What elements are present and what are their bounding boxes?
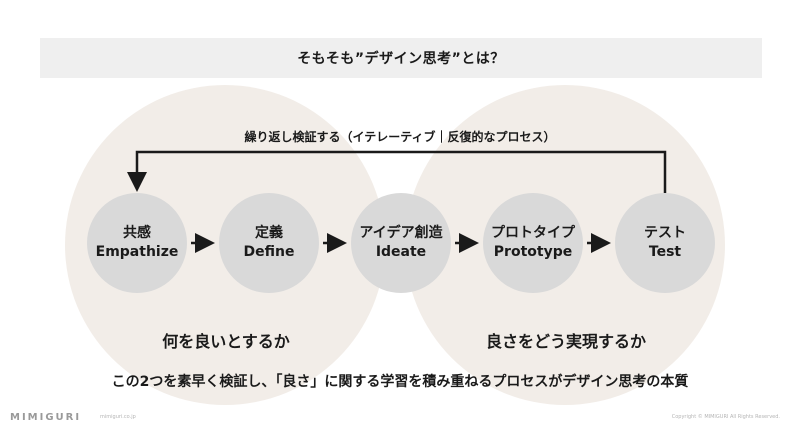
summary-text: この2つを素早く検証し、「良さ」に関する学習を積み重ねるプロセスがデザイン思考の… — [111, 374, 689, 390]
step-empathize-jp: 共感 — [123, 225, 151, 242]
step-prototype-en: Prototype — [493, 244, 573, 260]
page-title: そもそも”デザイン思考”とは？ — [297, 51, 505, 67]
right-circle-label: 良さをどう実現するか — [485, 332, 646, 351]
step-test-en: Test — [648, 244, 682, 260]
step-ideate-en: Ideate — [375, 244, 427, 260]
title-bar: そもそも”デザイン思考”とは？ — [40, 38, 762, 78]
step-prototype-jp: プロトタイプ — [491, 225, 575, 242]
copyright-text: Copyright © MIMIGURI All Rights Reserved… — [671, 414, 780, 420]
iteration-loop-arrow — [127, 150, 667, 193]
step-ideate: アイデア創造 Ideate — [351, 193, 451, 293]
step-define-en: Define — [243, 244, 295, 260]
step-empathize-en: Empathize — [95, 244, 179, 260]
step-test-jp: テスト — [644, 225, 686, 242]
step-define: 定義 Define — [219, 193, 319, 293]
step-test: テスト Test — [615, 193, 715, 293]
iteration-label: 繰り返し検証する（イテレーティブ｜反復的なプロセス） — [244, 130, 556, 144]
step-empathize: 共感 Empathize — [87, 193, 187, 293]
step-define-jp: 定義 — [255, 225, 283, 242]
step-prototype: プロトタイプ Prototype — [483, 193, 583, 293]
step-ideate-jp: アイデア創造 — [359, 225, 443, 242]
brand-url: mimiguri.co.jp — [100, 414, 136, 420]
left-circle-label: 何を良いとするか — [162, 332, 290, 351]
brand-logo: MIMIGURI — [10, 412, 82, 423]
